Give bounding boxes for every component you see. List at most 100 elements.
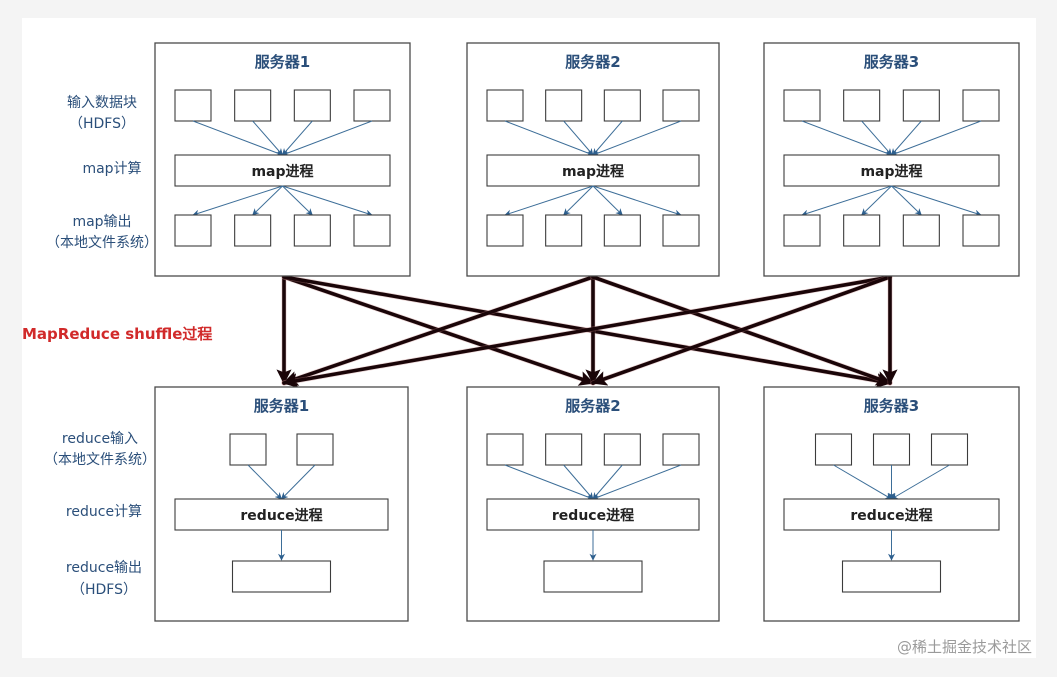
reduce-input-block bbox=[662, 433, 700, 466]
map-output-block bbox=[843, 214, 881, 247]
reduce-server-title: 服务器3 bbox=[864, 397, 919, 415]
reduce-input-block bbox=[486, 433, 524, 466]
map-output-block bbox=[603, 214, 641, 247]
map-input-arrow bbox=[801, 120, 893, 157]
reduce-input-block bbox=[296, 433, 334, 466]
map-input-block bbox=[783, 89, 821, 122]
reduce-input-block bbox=[603, 433, 641, 466]
map-server-title: 服务器1 bbox=[255, 53, 310, 71]
map-process-bar bbox=[486, 154, 700, 187]
reduce-input-block bbox=[930, 433, 969, 466]
label-map-output: map输出 bbox=[72, 214, 131, 230]
map-process-label: map进程 bbox=[562, 164, 624, 180]
map-output-arrow bbox=[282, 185, 313, 216]
map-process-label: map进程 bbox=[860, 164, 922, 180]
reduce-input-arrow bbox=[592, 464, 682, 500]
shuffle-label: MapReduce shuffle过程 bbox=[22, 325, 212, 343]
map-input-arrow bbox=[890, 120, 982, 157]
map-output-block bbox=[174, 214, 212, 247]
reduce-process-label: reduce进程 bbox=[240, 508, 322, 524]
reduce-input-arrow bbox=[281, 464, 316, 500]
reduce-input-block bbox=[814, 433, 853, 466]
shuffle-arrow-3-to-2 bbox=[591, 275, 892, 386]
reduce-output-block bbox=[543, 560, 643, 593]
reduce-output-block bbox=[841, 560, 942, 593]
reduce-input-arrow bbox=[563, 464, 594, 500]
map-output-arrow bbox=[861, 185, 892, 216]
reduce-input-arrow bbox=[833, 464, 893, 500]
map-input-arrow bbox=[891, 120, 922, 156]
reduce-server-3: 服务器3 reduce进程 bbox=[763, 386, 1020, 622]
map-output-block bbox=[234, 214, 272, 247]
map-input-block bbox=[353, 89, 391, 122]
map-output-block bbox=[662, 214, 700, 247]
watermark: @稀土掘金技术社区 bbox=[897, 638, 1032, 656]
label-reduce-output: reduce输出 bbox=[66, 560, 142, 576]
map-output-arrow bbox=[891, 185, 922, 216]
label-reduce-compute: reduce计算 bbox=[66, 504, 142, 520]
map-output-arrow bbox=[282, 185, 373, 217]
reduce-output-block bbox=[231, 560, 332, 593]
reduce-input-arrow bbox=[890, 464, 950, 500]
label-reduce-input: reduce输入 bbox=[62, 431, 138, 447]
reduce-process-bar bbox=[486, 498, 700, 531]
reduce-server-title: 服务器1 bbox=[254, 397, 309, 415]
map-input-block bbox=[234, 89, 272, 122]
map-output-arrow bbox=[252, 185, 283, 216]
map-output-arrow bbox=[592, 185, 623, 216]
map-server-title: 服务器2 bbox=[565, 53, 620, 71]
map-output-block bbox=[902, 214, 940, 247]
map-output-arrow bbox=[801, 185, 892, 217]
reduce-process-bar bbox=[783, 498, 1000, 531]
map-input-block bbox=[174, 89, 212, 122]
map-output-block bbox=[962, 214, 1000, 247]
map-input-arrow bbox=[861, 120, 892, 156]
map-input-block bbox=[293, 89, 331, 122]
reduce-server-1: 服务器1 reduce进程 bbox=[154, 386, 409, 622]
map-output-block bbox=[783, 214, 821, 247]
map-output-arrow bbox=[192, 185, 283, 217]
shuffle-connections bbox=[276, 274, 898, 389]
reduce-process-bar bbox=[174, 498, 389, 531]
reduce-server-title: 服务器2 bbox=[565, 397, 620, 415]
map-input-arrow bbox=[252, 120, 283, 156]
map-output-arrow bbox=[592, 185, 682, 217]
reduce-process-label: reduce进程 bbox=[850, 508, 932, 524]
map-input-arrow bbox=[282, 120, 313, 156]
map-input-block bbox=[545, 89, 583, 122]
map-input-block bbox=[902, 89, 940, 122]
label-reduce-hdfs: （HDFS） bbox=[71, 582, 137, 598]
reduce-input-block bbox=[872, 433, 911, 466]
map-process-label: map进程 bbox=[251, 164, 313, 180]
shuffle-arrow-2-to-1 bbox=[282, 275, 595, 386]
shuffle-arrow-3-to-1 bbox=[282, 275, 892, 389]
map-output-arrow bbox=[504, 185, 594, 217]
map-input-block bbox=[603, 89, 641, 122]
map-output-block bbox=[293, 214, 331, 247]
map-server-2: 服务器2 map进程 bbox=[466, 42, 720, 277]
map-input-block bbox=[486, 89, 524, 122]
reduce-input-arrow bbox=[247, 464, 282, 500]
map-output-block bbox=[545, 214, 583, 247]
map-server-1: 服务器1 map进程 bbox=[154, 42, 411, 277]
map-input-arrow bbox=[192, 120, 284, 157]
map-process-bar bbox=[783, 154, 1000, 187]
reduce-input-arrow bbox=[592, 464, 623, 500]
reduce-input-arrow bbox=[504, 464, 594, 500]
map-input-arrow bbox=[281, 120, 373, 157]
map-output-arrow bbox=[563, 185, 594, 216]
map-input-arrow bbox=[592, 120, 682, 156]
map-input-block bbox=[662, 89, 700, 122]
map-input-arrow bbox=[563, 120, 594, 156]
map-output-block bbox=[486, 214, 524, 247]
label-input-hdfs: （HDFS） bbox=[69, 116, 135, 132]
map-input-arrow bbox=[504, 120, 594, 156]
label-map-compute: map计算 bbox=[82, 161, 141, 177]
map-input-block bbox=[843, 89, 881, 122]
